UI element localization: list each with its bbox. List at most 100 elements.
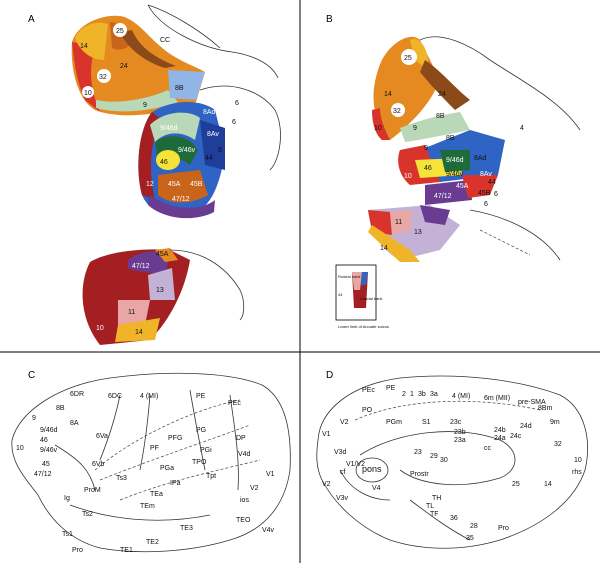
b-inset-44: 44 xyxy=(338,292,343,297)
area-45-region xyxy=(158,170,208,203)
b-inset-rostral: Rostral bank xyxy=(338,274,360,279)
c-label-ios: ios xyxy=(240,497,249,504)
label-6-b: 6 xyxy=(235,100,239,107)
d-label-6m: 6m (MII) xyxy=(484,395,510,402)
b-area-45 xyxy=(462,175,498,198)
d-label-v4: V4 xyxy=(372,485,381,492)
b-label-8av: 8Av xyxy=(480,171,492,178)
d-label-pec: PEc xyxy=(362,387,375,394)
label-14: 14 xyxy=(80,43,88,50)
b-label-6-b: 6 xyxy=(494,191,498,198)
label-46: 46 xyxy=(160,159,168,166)
c-label-teo: TEO xyxy=(236,517,251,524)
label-45a: 45A xyxy=(168,181,181,188)
d-label-3b: 3b xyxy=(418,391,426,398)
b-label-9-46v: 9/46v xyxy=(446,171,464,178)
panel-b-lateral-view: 25 14 24 32 10 9 8B 8B 8Ad 4 9 46 9/46d … xyxy=(335,36,581,329)
c-label-v2: V2 xyxy=(250,485,259,492)
c-label-pec: PEc xyxy=(228,400,241,407)
d-label-24d: 24d xyxy=(520,423,532,430)
label-bubble-10 xyxy=(82,86,94,98)
label-32: 32 xyxy=(99,74,107,81)
c-label-ts3: Ts3 xyxy=(116,475,127,482)
label-9-46d: 9/46d xyxy=(160,125,178,132)
c-label-pf: PF xyxy=(150,445,159,452)
b-inset-blue xyxy=(361,272,368,285)
c-label-6dc: 6DC xyxy=(108,393,122,400)
d-label-24b: 24b xyxy=(494,427,506,434)
label-10: 10 xyxy=(84,90,92,97)
c-label-pfg: PFG xyxy=(168,435,182,442)
b-label-11: 11 xyxy=(395,219,402,226)
c-brain-outline xyxy=(11,372,291,553)
b-area-24 xyxy=(420,60,470,110)
panel-d-medial-brain: PEc PE 2 1 3b 3a 4 (MI) 6m (MII) pre-SMA… xyxy=(316,375,588,549)
b-label-10: 10 xyxy=(374,125,382,132)
b-label-14: 14 xyxy=(384,91,392,98)
d-label-8bm: 8Bm xyxy=(538,405,553,412)
d-label-rhs: rhs xyxy=(572,469,582,476)
b-dashed-line xyxy=(479,229,531,256)
label-8b: 8B xyxy=(175,85,184,92)
d-label-tf: TF xyxy=(430,511,439,518)
area-14-medial xyxy=(75,22,108,60)
label-6-a: 6 xyxy=(232,119,236,126)
label-10-b: 10 xyxy=(96,325,104,332)
label-14-b: 14 xyxy=(135,329,143,336)
b-label-8b: 8B xyxy=(436,113,445,120)
label-6-c: 6 xyxy=(218,147,222,154)
c-sylvian-dash xyxy=(94,399,241,471)
area-8a-lateral xyxy=(200,120,225,170)
area-45a-orbital xyxy=(155,248,178,262)
label-47-12-b: 47/12 xyxy=(132,263,150,270)
b-label-25: 25 xyxy=(404,55,412,62)
b-label-9-b: 9 xyxy=(424,145,428,152)
panel-letter-a: A xyxy=(28,14,35,25)
area-8b-medial xyxy=(168,70,205,100)
b-label-13: 13 xyxy=(414,229,422,236)
panel-b-outline-top xyxy=(419,36,581,131)
d-label-v3d: V3d xyxy=(334,449,347,456)
d-label-35: 35 xyxy=(466,535,474,542)
c-label-pgi: PGi xyxy=(200,447,212,454)
label-9-46v: 9/46v xyxy=(178,147,196,154)
c-label-tem: TEm xyxy=(140,503,155,510)
area-46-yellow xyxy=(156,150,180,170)
b-area-9-46 xyxy=(440,150,470,172)
b-orbital-47 xyxy=(420,205,450,225)
d-label-cc: cc xyxy=(484,445,492,452)
d-label-v1: V1 xyxy=(322,431,331,438)
c-label-v1: V1 xyxy=(266,471,275,478)
d-label-pons: pons xyxy=(362,464,382,474)
c-label-9: 9 xyxy=(32,415,36,422)
b-label-8ad: 8Ad xyxy=(474,155,487,162)
c-label-6vb: 6Vb xyxy=(92,461,105,468)
c-label-6dr: 6DR xyxy=(70,391,84,398)
d-label-25: 25 xyxy=(512,481,520,488)
c-label-te2: TE2 xyxy=(146,539,159,546)
d-label-pgm: PGm xyxy=(386,419,402,426)
b-bubble-32 xyxy=(391,103,405,117)
area-11-orbital xyxy=(118,300,150,325)
c-label-prom: ProM xyxy=(84,487,101,494)
label-45b: 45B xyxy=(190,181,203,188)
c-label-dp: DP xyxy=(236,435,246,442)
d-label-29: 29 xyxy=(430,453,438,460)
d-label-th: TH xyxy=(432,495,441,502)
d-pons-outline xyxy=(355,457,389,483)
d-brain-outline xyxy=(316,375,588,549)
area-24-band xyxy=(120,30,176,68)
area-9-medial xyxy=(96,90,178,112)
label-25: 25 xyxy=(116,28,124,35)
d-label-23a: 23a xyxy=(454,437,466,444)
area-13-orbital xyxy=(148,268,175,300)
d-label-14: 14 xyxy=(544,481,552,488)
c-label-ts2: Ts2 xyxy=(82,511,93,518)
c-label-10: 10 xyxy=(16,445,24,452)
d-label-tl: TL xyxy=(426,503,434,510)
b-label-9: 9 xyxy=(413,125,417,132)
d-calcarine xyxy=(339,469,391,501)
b-label-45b: 45B xyxy=(478,190,491,197)
b-label-9-46d: 9/46d xyxy=(446,157,464,164)
d-label-1: 1 xyxy=(410,391,414,398)
